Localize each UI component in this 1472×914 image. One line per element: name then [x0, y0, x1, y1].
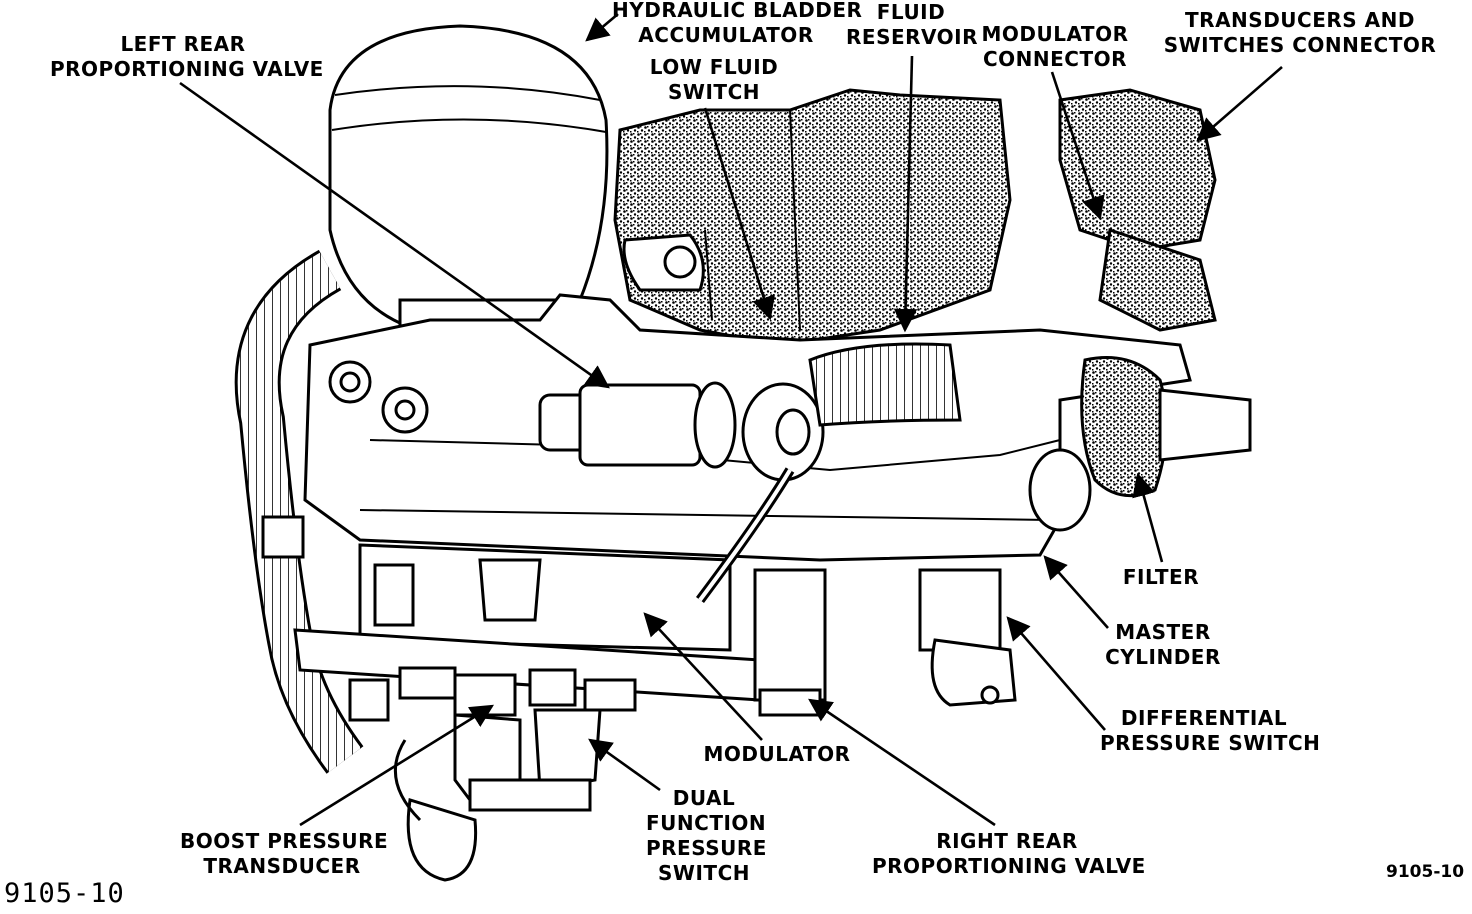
label-line: RESERVOIR: [846, 25, 978, 49]
label-low-fluid-switch: LOW FLUID SWITCH: [640, 55, 788, 105]
label-line: ACCUMULATOR: [638, 23, 814, 47]
label-line: PROPORTIONING VALVE: [872, 854, 1146, 878]
label-master-cylinder: MASTER CYLINDER: [1100, 620, 1226, 670]
fluid-reservoir-part: [613, 88, 1217, 347]
label-line: PRESSURE SWITCH: [1100, 731, 1321, 755]
label-line: SWITCH: [668, 80, 760, 104]
label-modulator-connector: MODULATOR CONNECTOR: [976, 22, 1134, 72]
label-right-rear-proportioning-valve: RIGHT REAR PROPORTIONING VALVE: [872, 829, 1146, 879]
label-line: MODULATOR: [981, 22, 1129, 46]
label-dual-function-pressure-switch: DUAL FUNCTION PRESSURE SWITCH: [646, 786, 767, 886]
label-line: RIGHT REAR: [936, 829, 1078, 853]
label-line: FILTER: [1122, 565, 1200, 589]
label-line: DUAL: [672, 786, 736, 810]
label-line: CYLINDER: [1105, 645, 1221, 669]
label-line: SWITCH: [658, 861, 750, 885]
label-line: CONNECTOR: [982, 47, 1128, 71]
label-line: LOW FLUID: [649, 55, 779, 79]
figure-number-left: 9105-10: [4, 878, 125, 909]
label-boost-pressure-transducer: BOOST PRESSURE TRANSDUCER: [180, 829, 389, 879]
label-line: LEFT REAR: [120, 32, 246, 56]
label-line: SWITCHES CONNECTOR: [1163, 33, 1437, 57]
label-line: MASTER: [1115, 620, 1211, 644]
hose-left-part: [234, 249, 364, 774]
label-line: PRESSURE: [646, 836, 767, 860]
label-line: FLUID: [876, 0, 946, 24]
figure-number-right: 9105-10: [1386, 862, 1465, 882]
label-line: PROPORTIONING VALVE: [50, 57, 324, 81]
label-line: FUNCTION: [646, 811, 767, 835]
label-transducers-switches-connector: TRANSDUCERS AND SWITCHES CONNECTOR: [1158, 8, 1442, 58]
label-hydraulic-bladder-accumulator: HYDRAULIC BLADDER ACCUMULATOR: [612, 0, 863, 48]
label-line: MODULATOR: [703, 742, 851, 766]
label-differential-pressure-switch: DIFFERENTIAL PRESSURE SWITCH: [1100, 706, 1321, 756]
hydraulic-accumulator-part: [328, 24, 609, 342]
label-line: HYDRAULIC BLADDER: [612, 0, 863, 22]
label-fluid-reservoir: FLUID RESERVOIR: [846, 0, 978, 50]
label-line: DIFFERENTIAL: [1120, 706, 1288, 730]
leader-lines: [179, 13, 1283, 827]
label-filter: FILTER: [1116, 565, 1206, 590]
label-line: BOOST PRESSURE: [180, 829, 389, 853]
modulator-part: [293, 467, 1017, 717]
label-modulator: MODULATOR: [700, 742, 854, 767]
lower-fittings-part: [348, 666, 637, 882]
label-line: TRANSDUCER: [203, 854, 361, 878]
label-left-rear-proportioning-valve: LEFT REAR PROPORTIONING VALVE: [50, 32, 324, 82]
main-body-part: [303, 293, 1252, 562]
label-line: TRANSDUCERS AND: [1185, 8, 1415, 32]
